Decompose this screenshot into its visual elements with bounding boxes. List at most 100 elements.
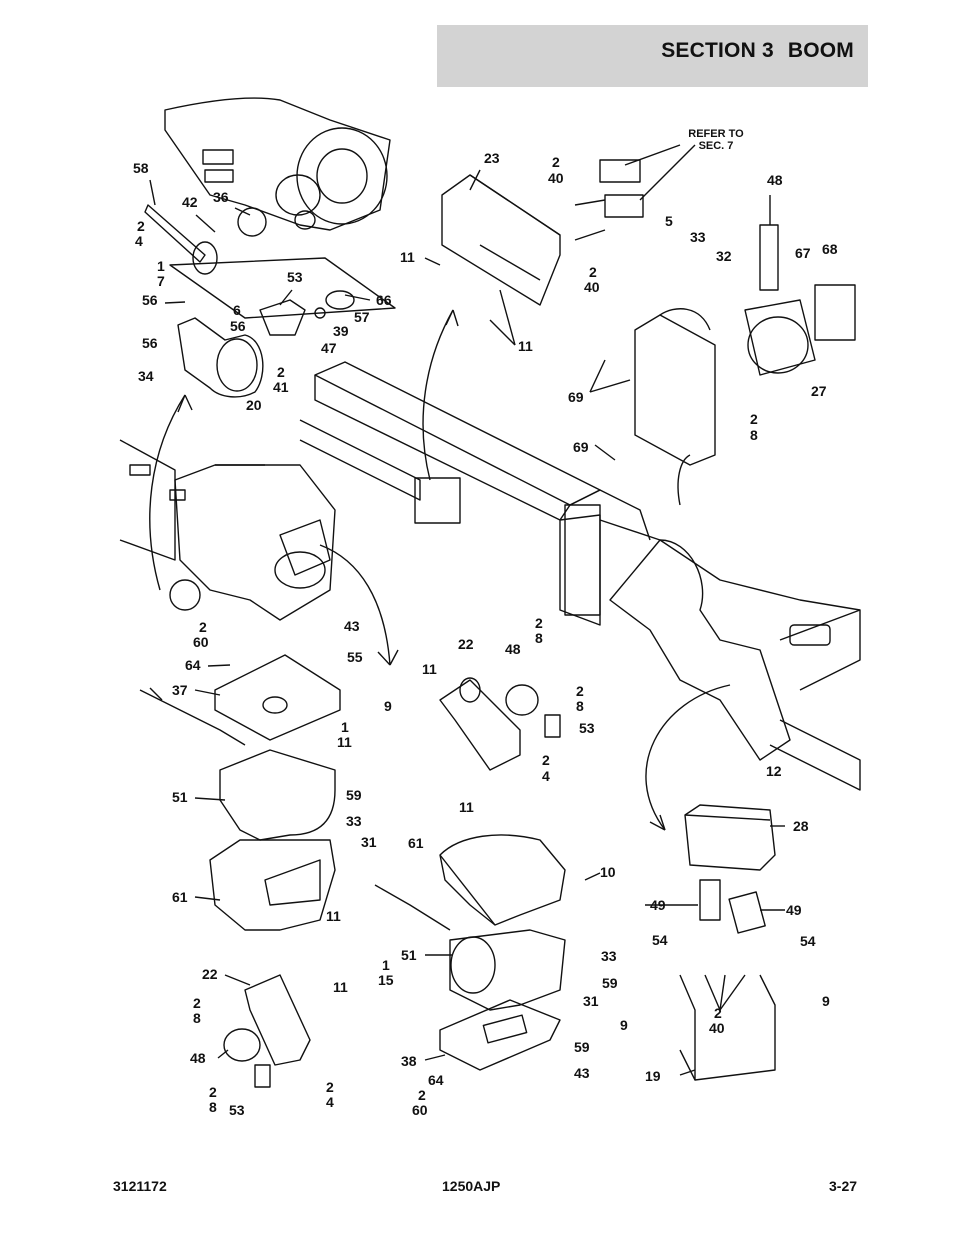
- callout-label: 1: [382, 957, 390, 973]
- callout-label: 41: [273, 379, 289, 395]
- callout-label: 38: [401, 1053, 417, 1069]
- callout-label: 15: [378, 972, 394, 988]
- callout-label: 19: [645, 1068, 661, 1084]
- section-name: BOOM: [787, 39, 854, 62]
- callout-label: 2: [552, 154, 560, 170]
- callout-label: 40: [709, 1020, 725, 1036]
- callout-label: 54: [652, 932, 668, 948]
- callout-label: 8: [193, 1010, 201, 1026]
- callout-label: 49: [650, 897, 666, 913]
- callout-label: 67: [795, 245, 811, 261]
- callout-label: 55: [347, 649, 363, 665]
- callout-label: 11: [400, 249, 415, 265]
- callout-label: 64: [185, 657, 201, 673]
- callout-label: 49: [786, 902, 802, 918]
- callout-label: 2: [418, 1087, 426, 1103]
- callout-label: 28: [793, 818, 809, 834]
- callout-label: 2: [750, 411, 758, 427]
- callout-label: 53: [287, 269, 303, 285]
- callout-label: 8: [535, 630, 543, 646]
- callout-label: 11: [518, 338, 533, 354]
- callout-label: 8: [576, 698, 584, 714]
- callout-label: 2: [542, 752, 550, 768]
- callout-label: 59: [574, 1039, 590, 1055]
- callout-label: 61: [172, 889, 188, 905]
- model-number: 1250AJP: [442, 1178, 501, 1194]
- callout-label: 9: [822, 993, 830, 1009]
- callout-label: 51: [172, 789, 188, 805]
- callout-label: 8: [750, 427, 758, 443]
- callout-label: 33: [346, 813, 362, 829]
- callout-label: 33: [690, 229, 706, 245]
- callout-label: 33: [601, 948, 617, 964]
- callout-label: 2: [193, 995, 201, 1011]
- callout-label: 59: [346, 787, 362, 803]
- callout-label: 32: [716, 248, 732, 264]
- line-art: [119, 97, 861, 1088]
- callout-label: 2: [137, 218, 145, 234]
- callout-label: 66: [376, 292, 392, 308]
- callout-label: 56: [142, 335, 158, 351]
- callout-label: 22: [202, 966, 218, 982]
- callout-label: 22: [458, 636, 474, 652]
- callout-label: 9: [620, 1017, 628, 1033]
- callout-label: 56: [142, 292, 158, 308]
- callout-label: 64: [428, 1072, 444, 1088]
- callout-label: 48: [767, 172, 783, 188]
- callout-label: 11: [337, 734, 352, 750]
- callout-label: 57: [354, 309, 370, 325]
- callout-label: 11: [422, 661, 437, 677]
- callout-label: 6: [233, 302, 241, 318]
- callout-label: 11: [333, 979, 348, 995]
- callout-label: 4: [326, 1094, 334, 1110]
- callout-label: 60: [193, 634, 209, 650]
- callout-label: 2: [589, 264, 597, 280]
- callout-label: 11: [326, 908, 341, 924]
- callout-label: 48: [190, 1050, 206, 1066]
- callout-label: 7: [157, 273, 165, 289]
- callout-label: 10: [600, 864, 616, 880]
- callout-label: 43: [344, 618, 360, 634]
- callout-label: 34: [138, 368, 154, 384]
- callout-label: 69: [568, 389, 584, 405]
- callout-label: 42: [182, 194, 198, 210]
- callout-label: 23: [484, 150, 500, 166]
- callout-label: 5: [665, 213, 673, 229]
- callout-label: 53: [579, 720, 595, 736]
- callout-label: 51: [401, 947, 417, 963]
- callout-label: 59: [602, 975, 618, 991]
- callout-label: 61: [408, 835, 424, 851]
- callout-label: 2: [199, 619, 207, 635]
- callout-label: 68: [822, 241, 838, 257]
- callout-label: 2: [714, 1005, 722, 1021]
- callout-label: 31: [361, 834, 377, 850]
- callout-label: 2: [576, 683, 584, 699]
- callout-label: 54: [800, 933, 816, 949]
- callout-label: 2: [326, 1079, 334, 1095]
- callout-label: 4: [135, 233, 143, 249]
- refer-note-line-1: REFER TO: [688, 128, 744, 140]
- callout-label: 2: [277, 364, 285, 380]
- callout-label: 4: [542, 768, 550, 784]
- refer-note-line-2: SEC. 7: [699, 140, 734, 152]
- page-number: 3-27: [829, 1178, 858, 1194]
- doc-number: 3121172: [113, 1178, 167, 1194]
- callout-label: 31: [583, 993, 599, 1009]
- callout-label: 40: [548, 170, 564, 186]
- callout-label: 53: [229, 1102, 245, 1118]
- callout-label: 69: [573, 439, 589, 455]
- callout-label: 1: [341, 719, 349, 735]
- callout-label: 43: [574, 1065, 590, 1081]
- callout-label: 58: [133, 160, 149, 176]
- callout-label: 9: [384, 698, 392, 714]
- callout-label: 48: [505, 641, 521, 657]
- callout-label: 56: [230, 318, 246, 334]
- callout-label: 40: [584, 279, 600, 295]
- callout-label: 36: [213, 189, 229, 205]
- callout-label: 60: [412, 1102, 428, 1118]
- callout-label: 37: [172, 682, 188, 698]
- callout-label: 27: [811, 383, 827, 399]
